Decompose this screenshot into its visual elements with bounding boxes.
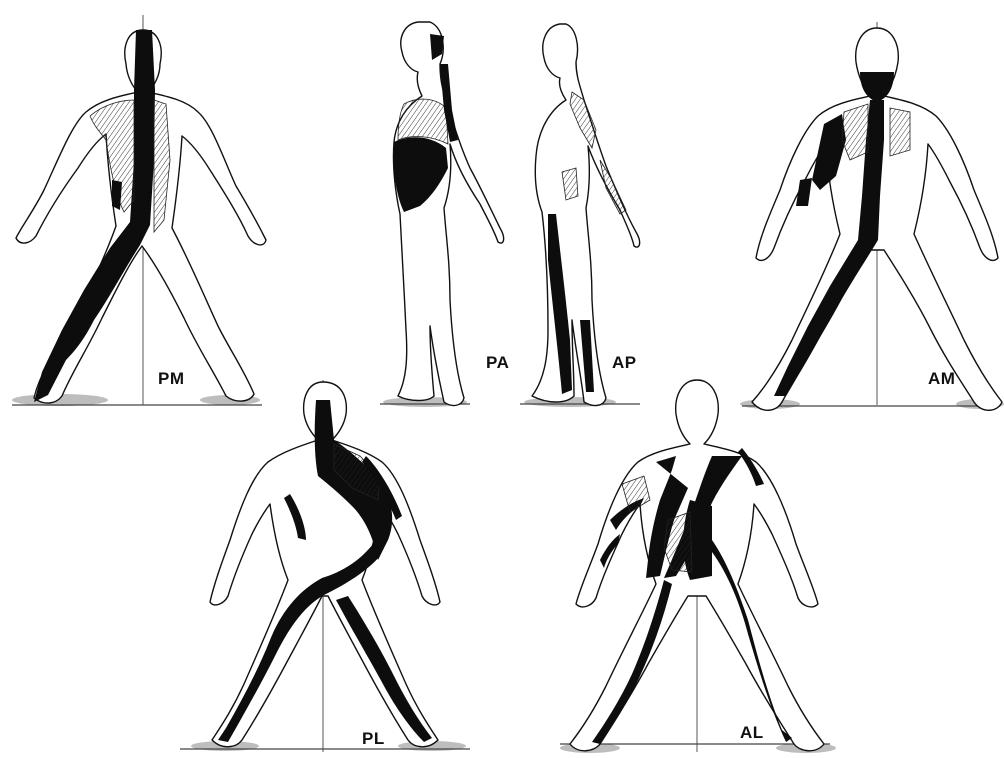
figure-am: AM	[740, 22, 1004, 410]
figure-pl: PL	[180, 380, 470, 752]
figure-pa: PA	[380, 22, 509, 407]
figure-pm: PM	[12, 15, 266, 406]
figure-label-pl: PL	[362, 729, 385, 748]
figure-label-pa: PA	[486, 353, 509, 372]
figure-label-al: AL	[740, 723, 764, 742]
figure-label-ap: AP	[612, 353, 637, 372]
figure-ap: AP	[520, 24, 640, 407]
figure-al: AL	[560, 380, 836, 753]
myofascial-band	[34, 30, 155, 402]
figure-label-am: AM	[928, 369, 955, 388]
figure-label-pm: PM	[158, 369, 185, 388]
